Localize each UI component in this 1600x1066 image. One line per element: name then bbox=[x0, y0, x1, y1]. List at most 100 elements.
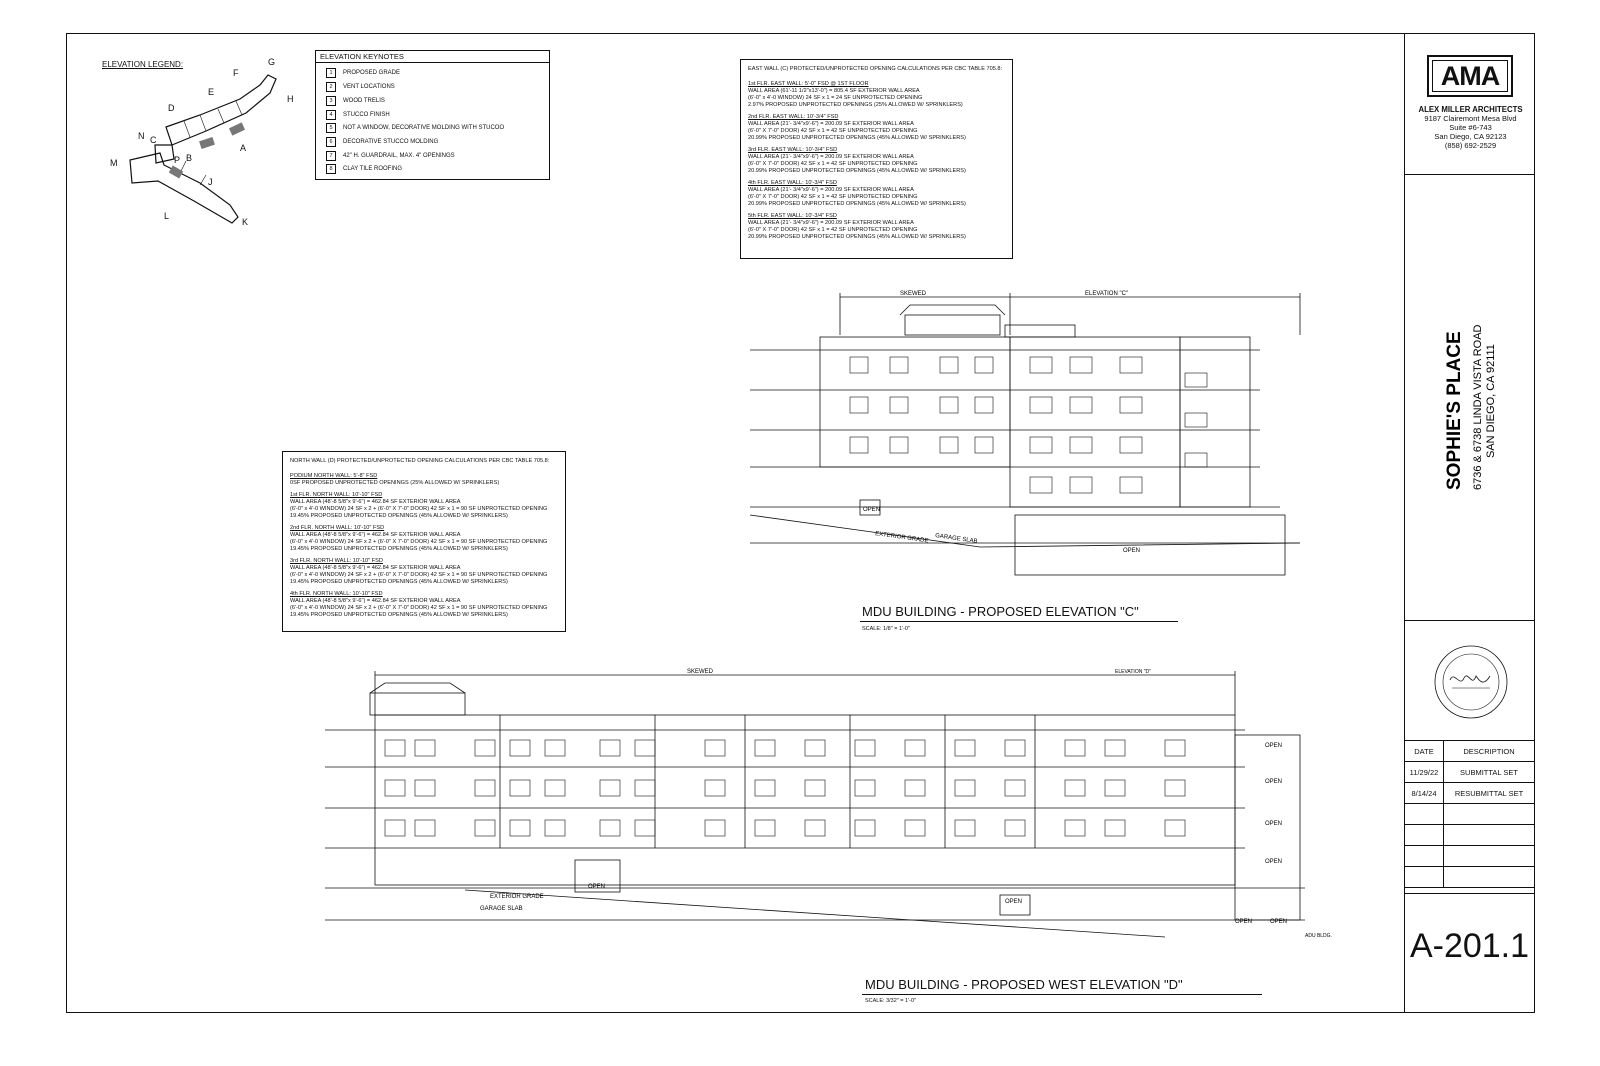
window bbox=[954, 819, 976, 837]
window bbox=[1104, 819, 1126, 837]
window bbox=[754, 739, 776, 757]
window bbox=[544, 739, 566, 757]
window bbox=[754, 779, 776, 797]
window bbox=[599, 779, 621, 797]
window bbox=[1004, 819, 1026, 837]
rev-description: SUBMITTAL SET bbox=[1443, 761, 1535, 783]
elev-d-elevation-label: ELEVATION "D" bbox=[1115, 669, 1151, 675]
window bbox=[1164, 739, 1186, 757]
window bbox=[704, 779, 726, 797]
svg-text:J: J bbox=[208, 177, 213, 187]
elevation-d-scale: SCALE: 3/32" = 1'-0" bbox=[865, 998, 916, 1004]
window bbox=[474, 819, 496, 837]
drawing-sheet-border bbox=[66, 33, 1535, 1013]
window bbox=[384, 819, 406, 837]
window bbox=[634, 819, 656, 837]
window bbox=[414, 739, 436, 757]
window bbox=[1004, 739, 1026, 757]
sheet-number: A-201.1 bbox=[1409, 927, 1530, 965]
rev-header-description: DESCRIPTION bbox=[1443, 740, 1535, 762]
elevation-c-drawing: SKEWED ELEVATION "C" OPEN OPEN EXTERIOR … bbox=[749, 291, 1301, 576]
architect-seal bbox=[1434, 645, 1508, 719]
elevation-d-title-rule bbox=[862, 994, 1262, 995]
title-block-divider bbox=[1405, 893, 1534, 894]
elev-d-open-label-5: OPEN bbox=[1265, 821, 1282, 827]
svg-text:G: G bbox=[268, 57, 275, 67]
elev-d-open-label-8: OPEN bbox=[1270, 919, 1287, 925]
window bbox=[754, 819, 776, 837]
north-wall-calculations: NORTH WALL (D) PROTECTED/UNPROTECTED OPE… bbox=[282, 451, 566, 632]
svg-text:L: L bbox=[164, 211, 169, 221]
firm-logo: AMA bbox=[1427, 55, 1513, 97]
window bbox=[804, 819, 826, 837]
window bbox=[1164, 779, 1186, 797]
window bbox=[854, 739, 876, 757]
window bbox=[1104, 739, 1126, 757]
window bbox=[904, 779, 926, 797]
svg-text:D: D bbox=[168, 103, 175, 113]
elev-c-elevation-label: ELEVATION "C" bbox=[1085, 291, 1128, 297]
elev-d-exterior-grade: EXTERIOR GRADE bbox=[490, 894, 544, 900]
window bbox=[599, 739, 621, 757]
elev-d-open-label-7: OPEN bbox=[1235, 919, 1252, 925]
svg-text:B: B bbox=[186, 153, 192, 163]
elev-c-exterior-grade: EXTERIOR GRADE bbox=[875, 531, 929, 544]
window bbox=[704, 739, 726, 757]
window bbox=[414, 779, 436, 797]
svg-text:F: F bbox=[233, 68, 239, 78]
title-block: AMA ALEX MILLER ARCHITECTS 9187 Clairemo… bbox=[1404, 33, 1535, 1013]
project-name: SOPHIE'S PLACE bbox=[1444, 331, 1465, 490]
window bbox=[544, 819, 566, 837]
elevation-c-title-rule bbox=[860, 621, 1178, 622]
rev-header-date: DATE bbox=[1404, 740, 1444, 762]
elev-d-adu-label: ADU BLDG. bbox=[1305, 933, 1332, 939]
window bbox=[634, 779, 656, 797]
rev-date: 8/14/24 bbox=[1404, 782, 1444, 804]
firm-phone: (858) 692-2529 bbox=[1444, 141, 1497, 150]
site-key-plan: ABC DEF GHJ KLM NP bbox=[110, 57, 294, 227]
window bbox=[1064, 739, 1086, 757]
title-block-divider bbox=[1405, 174, 1534, 175]
window bbox=[384, 779, 406, 797]
svg-text:K: K bbox=[242, 217, 248, 227]
rev-date: 11/29/22 bbox=[1404, 761, 1444, 783]
window bbox=[1164, 819, 1186, 837]
elevation-legend-title: ELEVATION LEGEND: bbox=[102, 60, 184, 69]
window bbox=[599, 819, 621, 837]
svg-text:A: A bbox=[240, 143, 246, 153]
elev-d-skewed-label: SKEWED bbox=[687, 669, 714, 675]
elev-c-open-label-2: OPEN bbox=[1123, 548, 1140, 554]
title-block-divider bbox=[1405, 620, 1534, 621]
window bbox=[544, 779, 566, 797]
project-address-2: SAN DIEGO, CA 92111 bbox=[1485, 344, 1497, 458]
window bbox=[804, 739, 826, 757]
svg-text:P: P bbox=[174, 155, 180, 165]
elev-c-open-label: OPEN bbox=[863, 507, 880, 513]
window bbox=[804, 779, 826, 797]
project-address-1: 6736 & 6738 LINDA VISTA ROAD bbox=[1472, 324, 1484, 490]
window bbox=[1104, 779, 1126, 797]
elevation-d-drawing: SKEWED ELEVATION "D" OPEN OPEN OPEN OPEN… bbox=[325, 669, 1332, 939]
firm-address-2: Suite #6-743 bbox=[1449, 123, 1492, 132]
elev-d-open-label-4: OPEN bbox=[1265, 779, 1282, 785]
elev-d-open-label-6: OPEN bbox=[1265, 859, 1282, 865]
svg-text:E: E bbox=[208, 87, 214, 97]
firm-address-3: San Diego, CA 92123 bbox=[1434, 132, 1507, 141]
elevation-c-title: MDU BUILDING - PROPOSED ELEVATION "C" bbox=[862, 604, 1139, 619]
keynotes-title: ELEVATION KEYNOTES bbox=[316, 51, 549, 63]
elev-c-skewed-label: SKEWED bbox=[900, 291, 927, 297]
window bbox=[414, 819, 436, 837]
east-wall-calculations: EAST WALL (C) PROTECTED/UNPROTECTED OPEN… bbox=[740, 59, 1013, 259]
svg-text:N: N bbox=[138, 131, 145, 141]
elev-d-open-label: OPEN bbox=[588, 884, 605, 890]
elev-d-garage-slab: GARAGE SLAB bbox=[480, 906, 523, 912]
window bbox=[474, 739, 496, 757]
